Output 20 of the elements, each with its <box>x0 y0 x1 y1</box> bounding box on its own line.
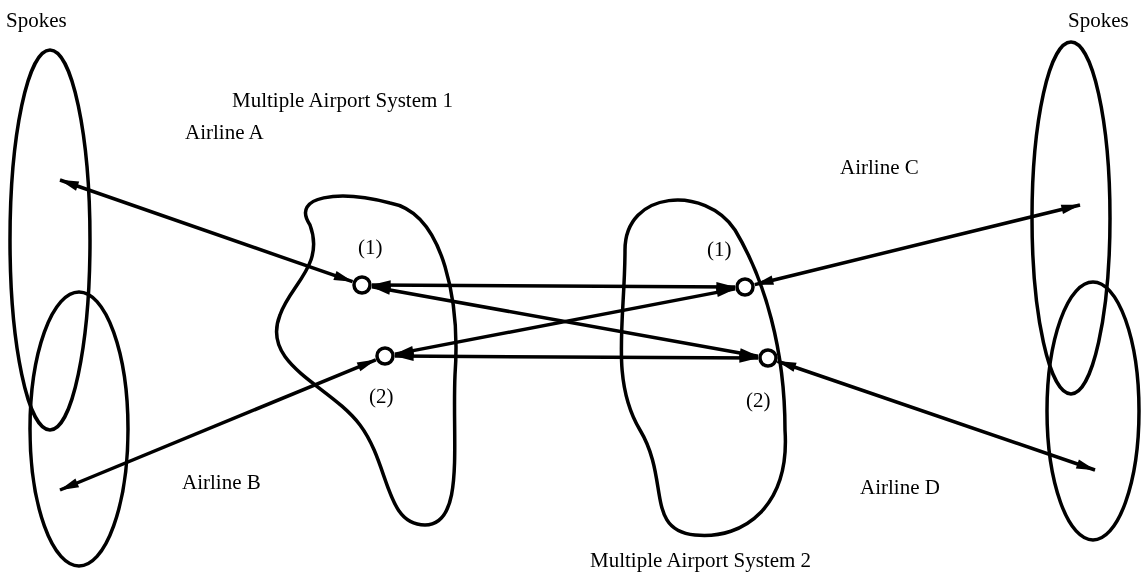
edge-label: Airline D <box>860 475 940 500</box>
airport-number: (2) <box>369 384 394 409</box>
double-arrow <box>754 203 1081 287</box>
double-arrow <box>776 359 1096 472</box>
edge-label: Airline B <box>182 470 261 495</box>
edge-label: Airline C <box>840 155 919 180</box>
system-heading: Multiple Airport System 2 <box>590 548 812 573</box>
spokes-label: Spokes <box>6 8 67 33</box>
double-arrow <box>394 287 736 356</box>
double-arrow <box>59 178 354 284</box>
spokes-label: Spokes <box>1068 8 1129 33</box>
double-arrow <box>394 351 759 363</box>
airport-number: (1) <box>707 237 732 262</box>
double-arrow <box>59 358 377 492</box>
double-arrow <box>371 285 759 358</box>
airport-number: (1) <box>358 235 383 260</box>
double-arrow <box>371 280 736 292</box>
system-heading: Multiple Airport System 1 <box>232 88 454 113</box>
edge-label: Airline A <box>185 120 264 145</box>
airport-number: (2) <box>746 388 771 413</box>
